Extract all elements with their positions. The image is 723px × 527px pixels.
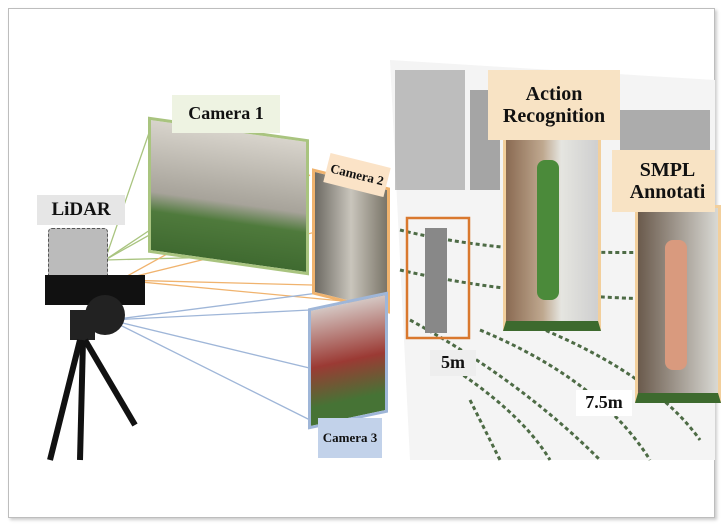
distance-5m-label: 5m bbox=[430, 350, 476, 376]
camera1-image bbox=[148, 116, 309, 276]
action-person bbox=[537, 160, 559, 300]
camera3-image bbox=[308, 291, 388, 430]
smpl-mesh bbox=[665, 240, 687, 370]
action-recognition-label: Action Recognition bbox=[488, 70, 620, 140]
camera1-label: Camera 1 bbox=[172, 95, 280, 133]
person-bbox bbox=[405, 216, 471, 340]
tripod-camera bbox=[45, 275, 145, 461]
lidar-label: LiDAR bbox=[37, 195, 125, 225]
camera3-label: Camera 3 bbox=[318, 418, 382, 458]
distance-7-5m-label: 7.5m bbox=[576, 390, 632, 416]
person-points bbox=[425, 228, 447, 333]
smpl-annotation-label: SMPL Annotati bbox=[612, 150, 715, 212]
